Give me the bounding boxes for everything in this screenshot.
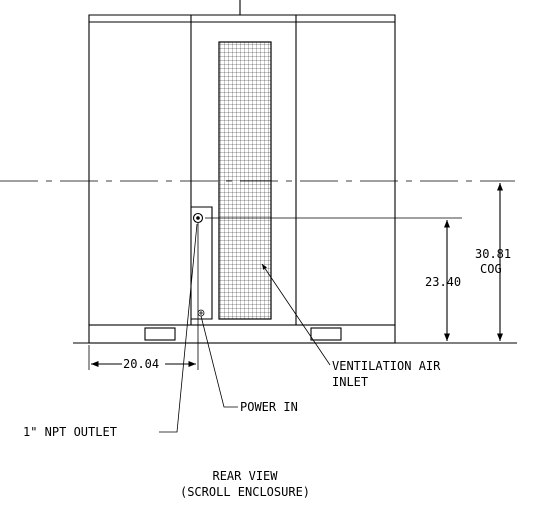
utility-box xyxy=(191,206,213,320)
base-skid xyxy=(88,324,396,344)
ventilation-grille xyxy=(218,41,272,320)
right-forklift-slot xyxy=(310,327,342,341)
utility-box-outline xyxy=(191,206,213,320)
view-title: REAR VIEW xyxy=(212,469,278,483)
power-in-label: POWER IN xyxy=(240,400,298,414)
outlet-height-value: 23.40 xyxy=(425,275,461,289)
npt-outlet-leader xyxy=(159,223,198,433)
cog-label: COG xyxy=(480,262,502,276)
ventilation-leader xyxy=(261,263,331,366)
ventilation-label-line1: VENTILATION AIR xyxy=(332,359,441,373)
view-subtitle: (SCROLL ENCLOSURE) xyxy=(180,485,310,499)
power-in-leader xyxy=(200,315,238,408)
grille-mesh xyxy=(218,41,272,320)
left-forklift-slot xyxy=(144,327,176,341)
width-value: 20.04 xyxy=(123,357,159,371)
npt-outlet-label: 1" NPT OUTLET xyxy=(23,425,117,439)
cog-height-value: 30.81 xyxy=(475,247,511,261)
npt-outlet-fitting xyxy=(192,212,204,224)
ventilation-label-line2: INLET xyxy=(332,375,368,389)
